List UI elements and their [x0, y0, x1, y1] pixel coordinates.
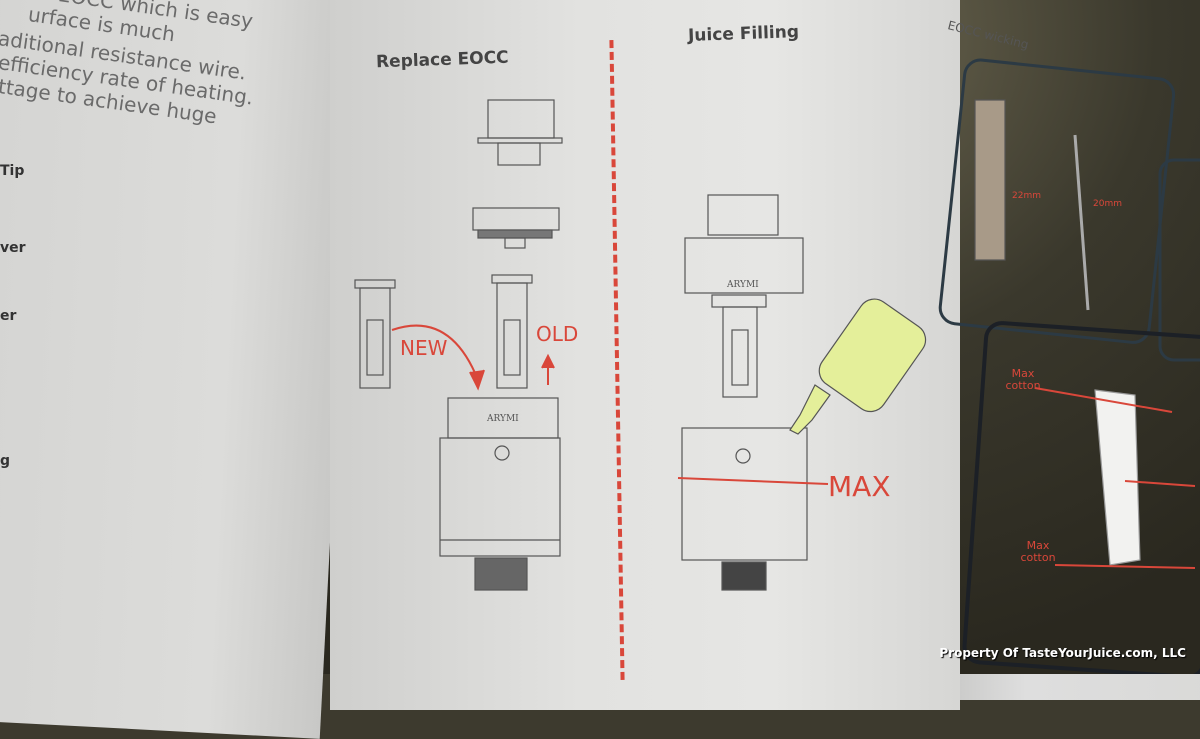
- drip-tip-drawing: [477, 99, 563, 166]
- cotton-photo: [1073, 134, 1090, 311]
- tank-base-drawing: [439, 397, 561, 591]
- watermark: Property Of TasteYourJuice.com, LLC: [939, 646, 1186, 660]
- part-label: Tip: [0, 163, 25, 179]
- new-arrow: [391, 324, 479, 381]
- pointer-arrow: [1124, 480, 1196, 487]
- dimension-20mm: 20mm: [1093, 199, 1122, 209]
- diagram-drawings: [354, 58, 1200, 674]
- top-cap-drawing: [472, 207, 560, 249]
- max-cotton-bottom-label: Max cotton: [1020, 539, 1056, 565]
- wicking-box-3: [962, 321, 1200, 674]
- coil-photo: [974, 99, 1006, 261]
- max-cotton-top-line: [1034, 387, 1173, 413]
- new-label: NEW: [400, 336, 448, 360]
- wicked-coil-photo: [1094, 389, 1141, 566]
- filling-base-drawing: [681, 427, 808, 591]
- max-cotton-top-label: Max cotton: [1005, 367, 1041, 393]
- max-fill-label: MAX: [828, 470, 891, 503]
- old-label: OLD: [536, 322, 579, 346]
- max-line: [677, 477, 829, 485]
- wicking-box-1: [938, 58, 1176, 344]
- brand-label: ARYMI: [487, 414, 519, 424]
- part-label: g: [0, 453, 11, 469]
- new-coil-drawing: [354, 279, 396, 389]
- dimension-22mm: 22mm: [1012, 191, 1041, 201]
- old-coil-drawing: [491, 274, 533, 389]
- juice-bottle-drawing: [789, 298, 927, 435]
- max-cotton-bottom-line: [1054, 564, 1196, 569]
- brand-label: ARYMI: [727, 280, 759, 290]
- part-label: er: [0, 308, 17, 324]
- part-label: ver: [0, 240, 26, 256]
- wicking-box-2: [1158, 158, 1200, 362]
- filling-top-drawing: [684, 194, 804, 398]
